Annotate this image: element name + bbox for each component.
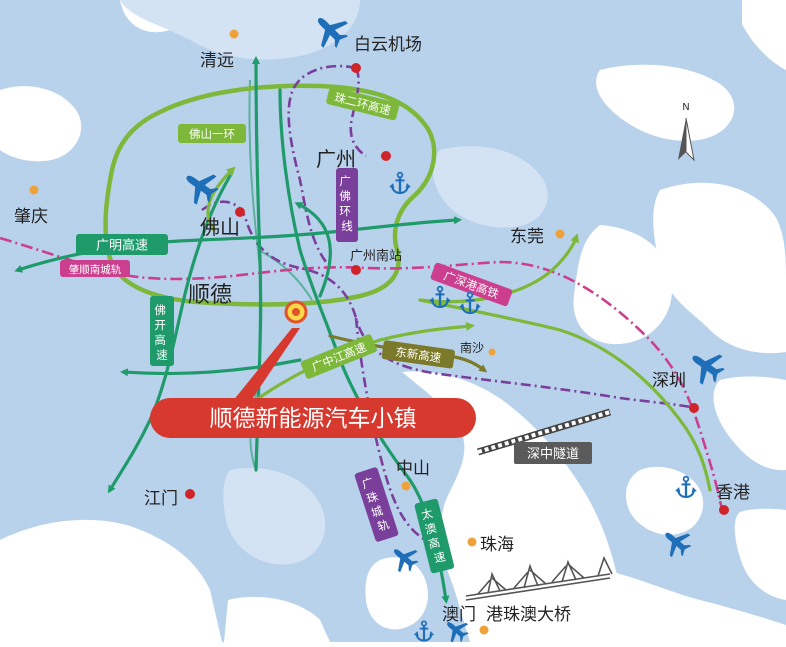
shenzhong-tunnel bbox=[476, 408, 612, 456]
svg-text:广 佛 环: 广 佛 环 线 bbox=[339, 174, 354, 233]
city-baiyun-airport: 白云机场 bbox=[354, 35, 422, 55]
label-guangzhu-rail: 广 珠 城 轨 bbox=[354, 467, 399, 542]
banner: 顺德新能源汽车小镇 bbox=[150, 398, 476, 438]
compass-label: N bbox=[682, 102, 689, 113]
fokai-char-4: 速 bbox=[156, 348, 168, 362]
guangzhu-char-4: 轨 bbox=[376, 517, 392, 534]
hzm-bridge bbox=[465, 555, 613, 601]
taiao-char-2: 澳 bbox=[423, 520, 438, 536]
label-hzm-bridge: 港珠澳大桥 bbox=[486, 605, 571, 625]
fokai-char-2: 开 bbox=[154, 318, 166, 332]
city-zhaoqing: 肇庆 bbox=[14, 207, 48, 227]
label-guangfo-ring: 广 佛 环 线 bbox=[336, 168, 358, 242]
city-qingyuan: 清远 bbox=[200, 51, 234, 71]
road-labels: 珠二环高速 佛山一环 广 佛 环 线 广明高速 肇顺南城轨 广深港高铁 bbox=[60, 86, 592, 574]
svg-text:广明高速: 广明高速 bbox=[96, 238, 148, 254]
city-dongguan: 东莞 bbox=[510, 227, 544, 247]
compass: N bbox=[678, 102, 695, 162]
city-jiangmen: 江门 bbox=[144, 489, 178, 509]
label-dongxin: 东新高速 bbox=[381, 340, 455, 369]
city-macau: 澳门 bbox=[442, 605, 476, 625]
green-expressway-arrows bbox=[206, 166, 712, 492]
label-zhaoshun: 肇顺南城轨 bbox=[60, 260, 130, 277]
svg-text:肇顺南城轨: 肇顺南城轨 bbox=[69, 263, 122, 276]
city-shenzhen: 深圳 bbox=[652, 371, 686, 391]
taiao-char-4: 速 bbox=[432, 549, 447, 565]
label-fokai: 佛 开 高 速 bbox=[150, 296, 174, 366]
guangfo-char-2: 佛 bbox=[339, 189, 351, 203]
taiao-char-3: 高 bbox=[427, 535, 442, 551]
svg-text:佛 开 高: 佛 开 高 速 bbox=[154, 303, 169, 362]
guangfo-char-4: 线 bbox=[341, 219, 353, 233]
svg-text:广 珠 城: 广 珠 城 轨 bbox=[360, 474, 393, 535]
city-zhongshan: 中山 bbox=[396, 459, 430, 479]
shunde-town-marker bbox=[232, 300, 308, 402]
city-labels: 清远 白云机场 肇庆 广州 佛山 东莞 广州南站 顺德 南沙 深圳 江门 中山 … bbox=[14, 35, 750, 625]
guangfo-char-3: 环 bbox=[339, 204, 351, 218]
label-foshan-ring1: 佛山一环 bbox=[178, 124, 246, 143]
banner-title: 顺德新能源汽车小镇 bbox=[210, 406, 417, 432]
city-shunde: 顺德 bbox=[188, 283, 232, 308]
label-guangming: 广明高速 bbox=[76, 234, 168, 255]
city-guangzhou-south: 广州南站 bbox=[350, 248, 402, 264]
city-markers bbox=[29, 29, 729, 635]
svg-text:太 澳 高: 太 澳 高 速 bbox=[420, 505, 449, 566]
svg-text:东新高速: 东新高速 bbox=[395, 345, 443, 365]
city-nansha: 南沙 bbox=[460, 340, 484, 355]
land-highlights bbox=[120, 0, 548, 565]
svg-text:佛山一环: 佛山一环 bbox=[189, 127, 235, 141]
label-taiao: 太 澳 高 速 bbox=[414, 498, 455, 574]
purple-rail-lines bbox=[201, 64, 697, 550]
svg-text:深中隧道: 深中隧道 bbox=[527, 446, 579, 462]
taiao-char-1: 太 bbox=[420, 506, 435, 522]
city-zhuhai: 珠海 bbox=[480, 535, 514, 555]
city-foshan: 佛山 bbox=[200, 215, 240, 239]
fokai-char-1: 佛 bbox=[154, 303, 166, 317]
fokai-char-3: 高 bbox=[154, 333, 166, 347]
guangfo-char-1: 广 bbox=[339, 174, 351, 188]
label-shenzhong-tunnel: 深中隧道 bbox=[514, 442, 592, 464]
city-hongkong: 香港 bbox=[716, 483, 750, 503]
city-guangzhou: 广州 bbox=[316, 147, 356, 171]
zhuer-ring-expressway bbox=[103, 83, 437, 307]
